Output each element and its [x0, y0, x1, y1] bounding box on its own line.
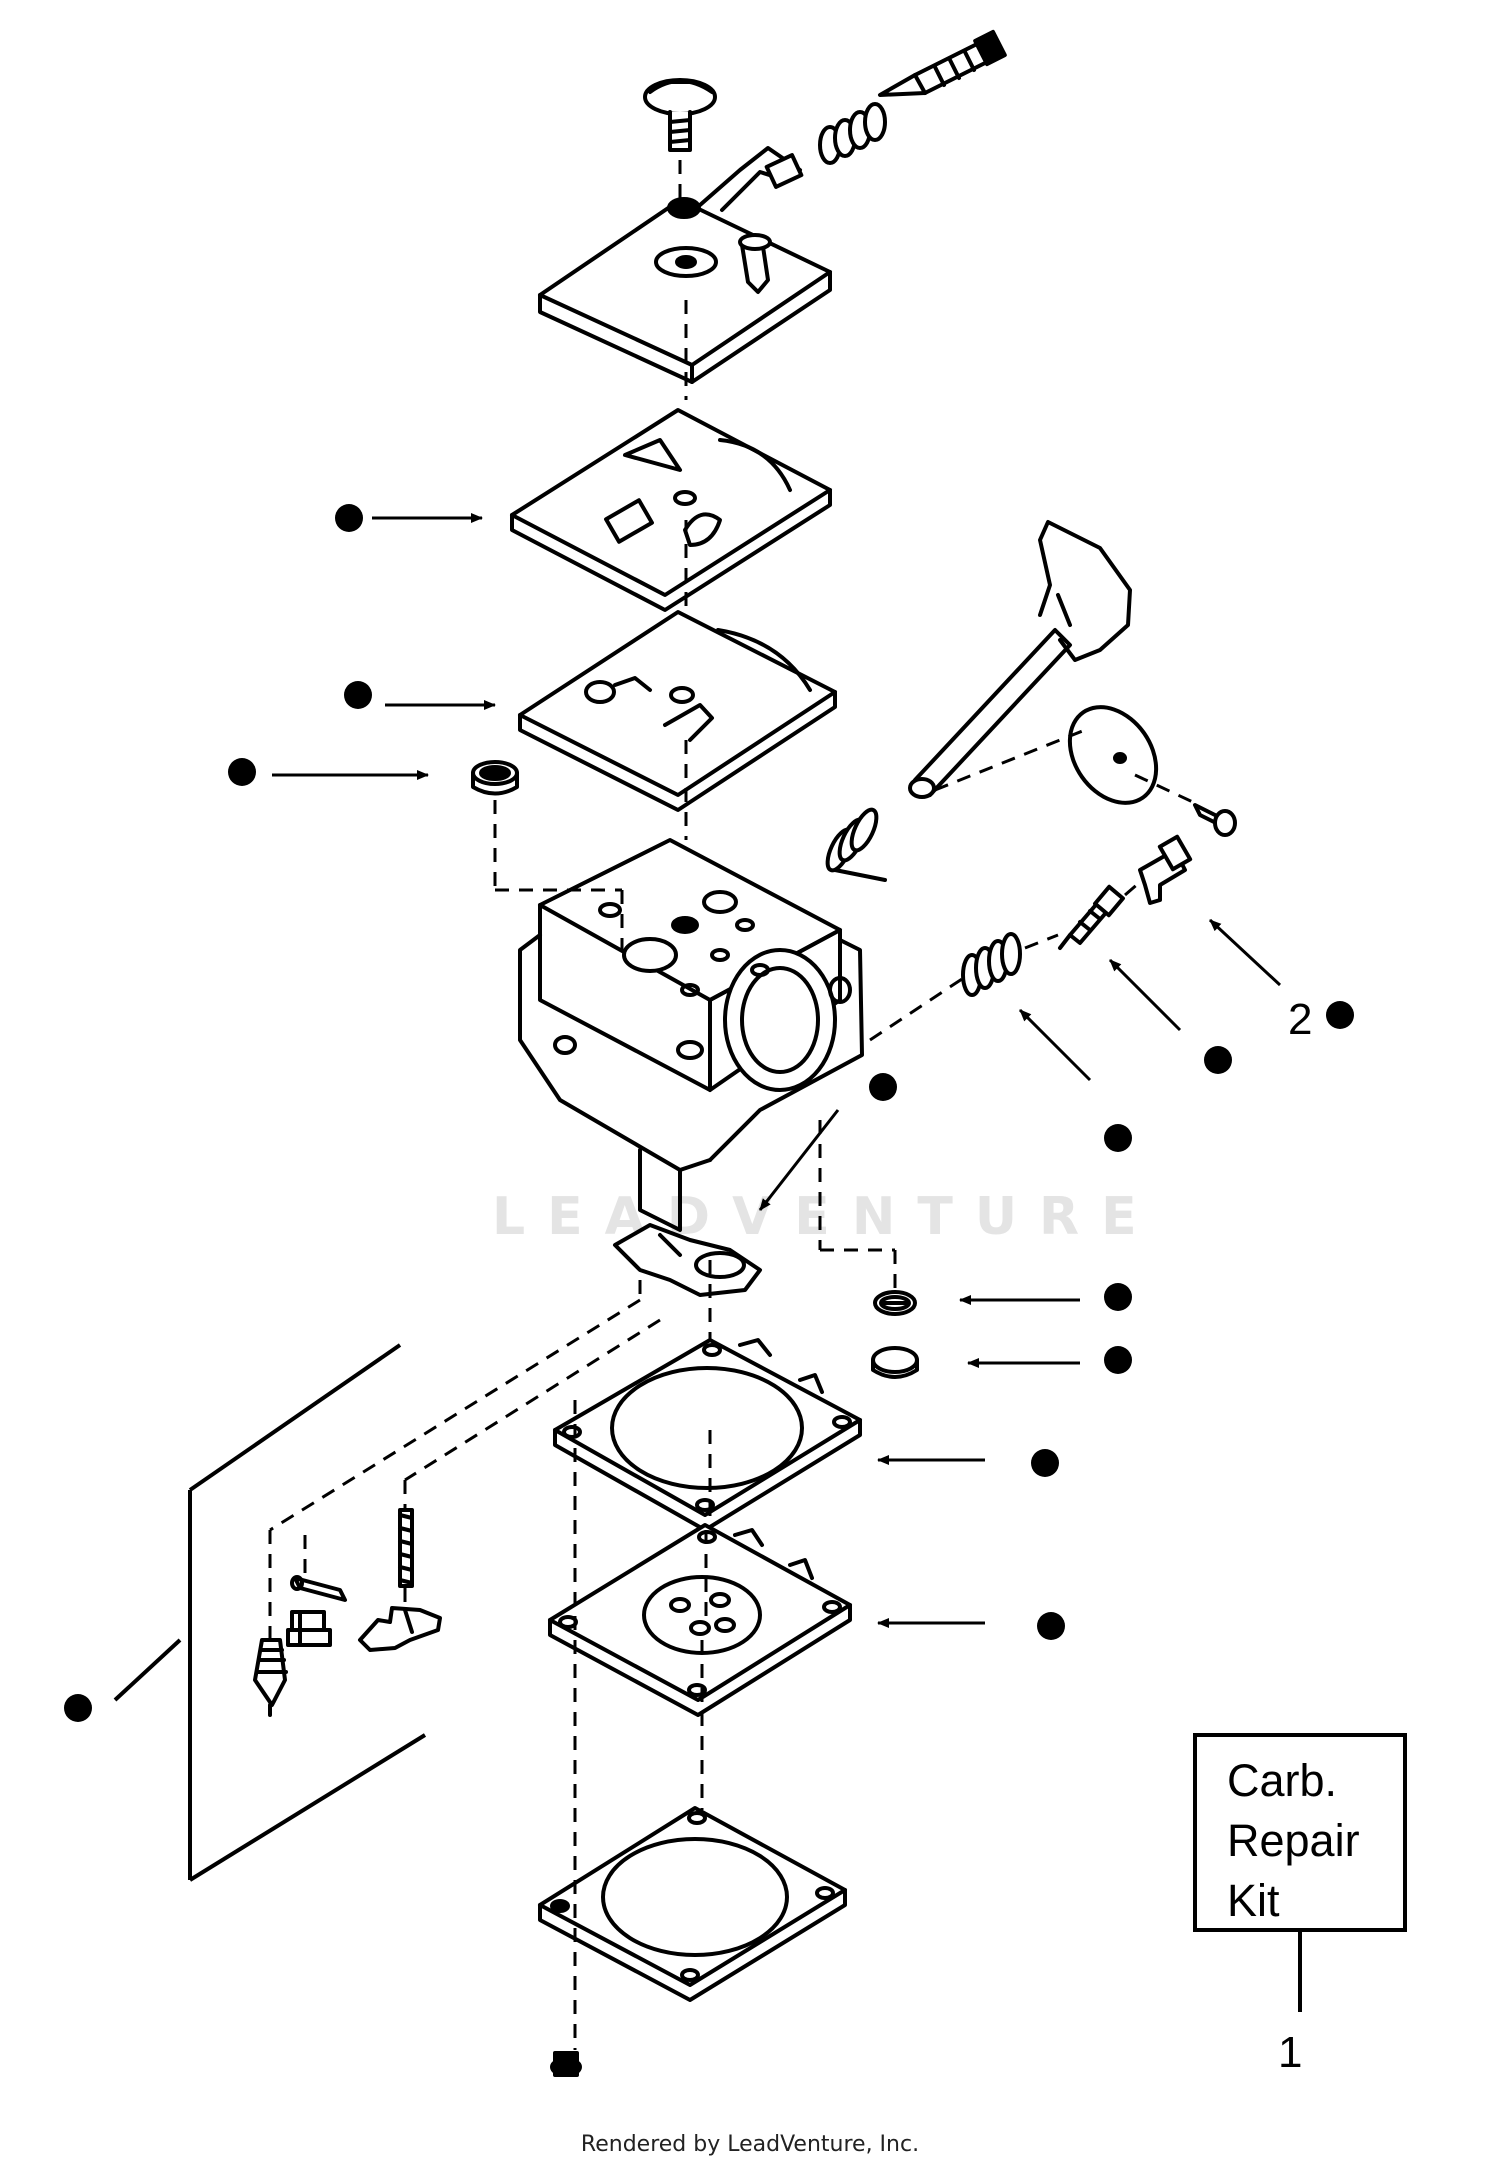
control-lever: [358, 1606, 442, 1652]
kit-marker: [344, 681, 372, 709]
kit-label-line2: Repair: [1227, 1815, 1360, 1866]
carburetor-body: [518, 838, 864, 1232]
metering-cover: [538, 146, 832, 384]
metering-diaphragm: [518, 610, 837, 812]
kit-marker: [228, 758, 256, 786]
kit-marker: [335, 504, 363, 532]
adjusting-needle: [1058, 884, 1125, 950]
lever-screw: [286, 1610, 332, 1647]
kit-part-markers: [64, 504, 1354, 1722]
kit-label-line3: Kit: [1227, 1875, 1280, 1926]
welch-plug: [871, 1346, 919, 1379]
throttle-shaft: [908, 520, 1132, 799]
throttle-plate: [1067, 705, 1159, 805]
pump-gasket: [553, 1338, 862, 1532]
watermark: LEADVENTURE: [492, 1187, 1159, 1247]
part-number-1: 1: [1278, 2028, 1303, 2077]
part-number-2: 2: [1288, 995, 1313, 1044]
carb-repair-kit-box: Carb. Repair Kit: [1193, 1733, 1407, 1932]
metering-gasket: [510, 408, 832, 612]
inlet-screen: [471, 760, 519, 796]
throttle-return-spring: [825, 807, 887, 882]
kit-label-line1: Carb.: [1227, 1755, 1338, 1806]
kit-marker: [1104, 1124, 1132, 1152]
metering-spring: [398, 1508, 414, 1588]
kit-marker: [1204, 1046, 1232, 1074]
inlet-control-lever: [613, 1223, 762, 1297]
lever-pin: [290, 1575, 347, 1602]
kit-marker: [1104, 1346, 1132, 1374]
kit-marker: [1031, 1449, 1059, 1477]
main-screen: [873, 1290, 917, 1316]
kit-marker: [1104, 1283, 1132, 1311]
pump-cover-screw: [550, 2051, 582, 2077]
kit-marker: [64, 1694, 92, 1722]
kit-marker: [1326, 1001, 1354, 1029]
kit-marker: [1037, 1612, 1065, 1640]
pump-diaphragm: [548, 1523, 852, 1717]
throttle-plate-screw: [1193, 803, 1237, 837]
pump-cover: [538, 1806, 847, 2002]
cover-screw: [643, 78, 717, 152]
inlet-needle: [253, 1638, 288, 1717]
idle-screw: [878, 29, 1007, 97]
kit-marker: [869, 1073, 897, 1101]
footer-credit: Rendered by LeadVenture, Inc.: [580, 2132, 920, 2157]
idle-spring: [818, 102, 887, 165]
limiter-cap: [1138, 834, 1193, 905]
needle-spring: [961, 932, 1022, 997]
